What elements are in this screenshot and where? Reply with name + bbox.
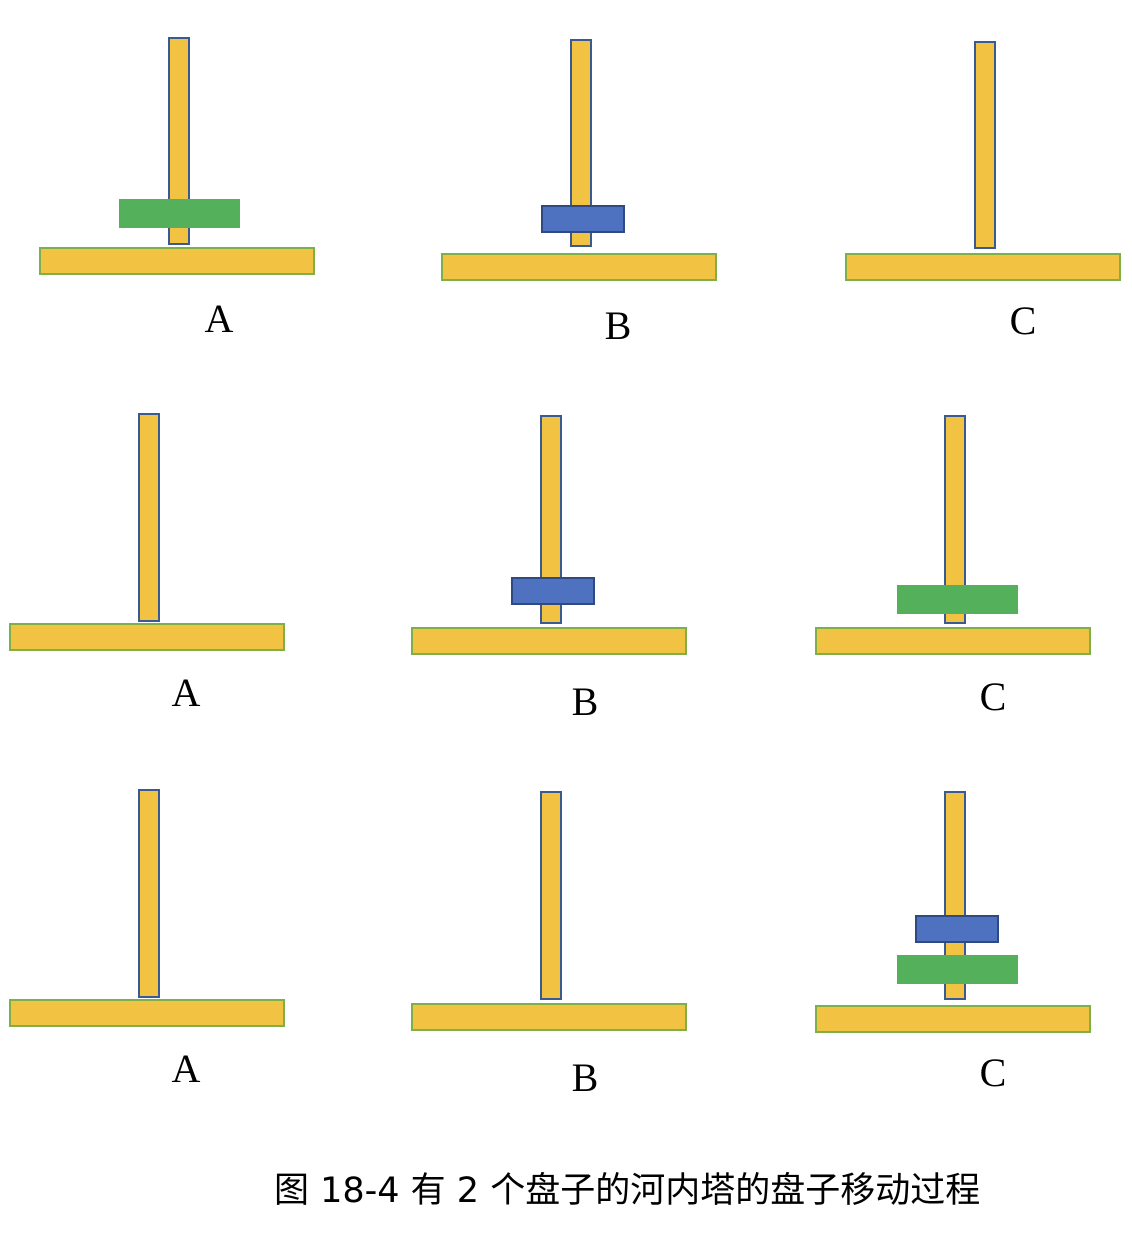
peg-a-row-3 [138, 789, 160, 998]
peg-c-row-2 [944, 415, 966, 624]
peg-a-row-1 [168, 37, 190, 245]
tower-label-a-row-3: A [171, 1046, 201, 1091]
base-a-row-2 [9, 623, 285, 651]
base-b-row-2 [411, 627, 687, 655]
small-disk-c-row-3 [915, 915, 999, 943]
tower-label-c-row-1: C [1009, 298, 1037, 343]
large-disk-c-row-3 [897, 955, 1018, 984]
base-c-row-3 [815, 1005, 1091, 1033]
tower-label-a-row-2: A [171, 670, 201, 715]
base-a-row-3 [9, 999, 285, 1027]
small-disk-b-row-2 [511, 577, 595, 605]
peg-b-row-1 [570, 39, 592, 247]
peg-b-row-2 [540, 415, 562, 624]
tower-label-b-row-1: B [604, 303, 632, 348]
tower-label-c-row-3: C [979, 1050, 1007, 1095]
figure-caption: 图 18-4 有 2 个盘子的河内塔的盘子移动过程 [274, 1171, 981, 1211]
large-disk-c-row-2 [897, 585, 1018, 614]
peg-a-row-2 [138, 413, 160, 622]
peg-b-row-3 [540, 791, 562, 1000]
base-b-row-1 [441, 253, 717, 281]
base-c-row-1 [845, 253, 1121, 281]
base-c-row-2 [815, 627, 1091, 655]
tower-label-b-row-3: B [571, 1055, 599, 1100]
base-a-row-1 [39, 247, 315, 275]
tower-label-b-row-2: B [571, 679, 599, 724]
large-disk-a-row-1 [119, 199, 240, 228]
peg-c-row-1 [974, 41, 996, 249]
tower-label-c-row-2: C [979, 674, 1007, 719]
small-disk-b-row-1 [541, 205, 625, 233]
peg-c-row-3 [944, 791, 966, 1000]
tower-label-a-row-1: A [204, 296, 234, 341]
base-b-row-3 [411, 1003, 687, 1031]
